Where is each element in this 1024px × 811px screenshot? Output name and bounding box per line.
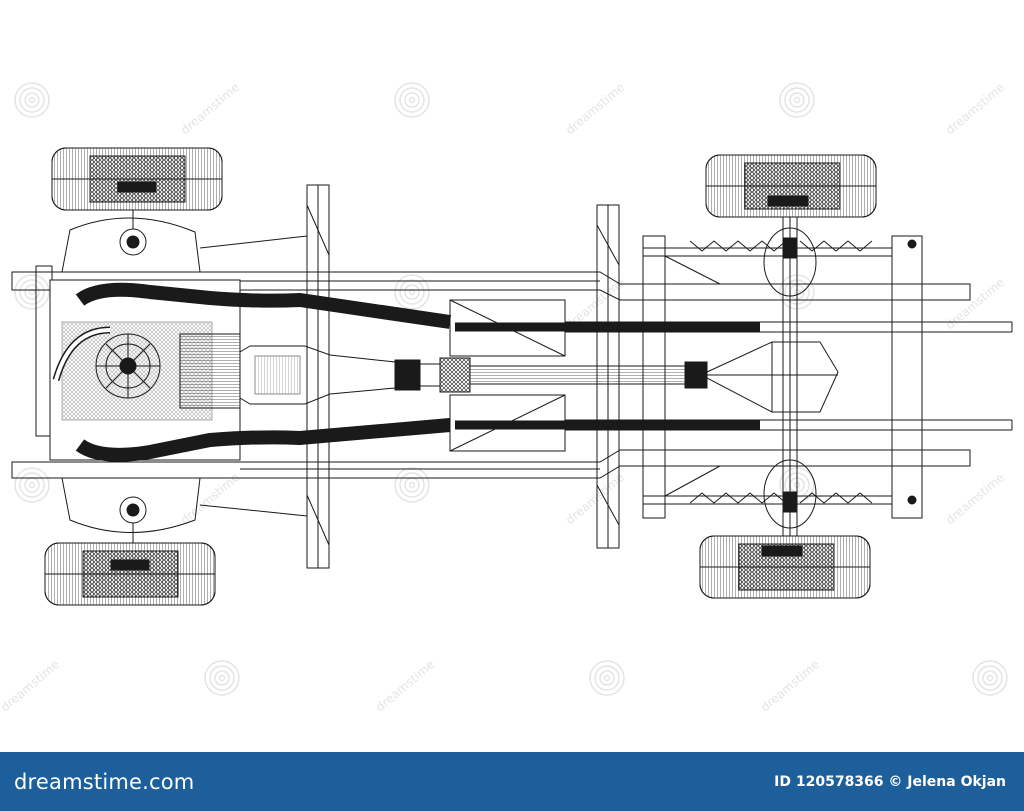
rear-subframe bbox=[642, 235, 923, 519]
watermark-spiral-icon bbox=[394, 274, 430, 310]
watermark-text: dreamstime bbox=[563, 470, 627, 527]
chassis-blueprint-svg: dreamstime dreamstime dreamstime dreamst… bbox=[0, 80, 1013, 714]
engine-block bbox=[35, 265, 241, 461]
blueprint-drawing: dreamstime dreamstime dreamstime dreamst… bbox=[0, 80, 1013, 715]
watermark-spiral-icon bbox=[204, 660, 240, 696]
watermark-text: dreamstime bbox=[373, 657, 437, 714]
watermark-spiral-icon bbox=[589, 660, 625, 696]
front-cross-member bbox=[306, 184, 330, 569]
footer-bar: dreamstime.com ID 120578366 © Jelena Okj… bbox=[0, 752, 1024, 811]
watermark-spiral-icon bbox=[972, 660, 1008, 696]
rear-right-wheel bbox=[699, 535, 871, 599]
watermark-text: dreamstime bbox=[563, 80, 627, 137]
watermark-spiral-icon bbox=[14, 82, 50, 118]
drivetrain bbox=[239, 341, 839, 413]
watermark-text: dreamstime bbox=[178, 80, 242, 137]
front-right-wheel bbox=[44, 542, 216, 606]
watermark-spiral-icon bbox=[394, 467, 430, 503]
exhaust-headers bbox=[75, 282, 760, 462]
watermark-spiral-icon bbox=[394, 82, 430, 118]
image-credit: ID 120578366 © Jelena Okjan bbox=[774, 773, 1006, 790]
front-suspension bbox=[61, 210, 308, 543]
watermark-spiral-icon bbox=[14, 274, 50, 310]
front-left-wheel bbox=[51, 147, 223, 211]
rear-axle bbox=[763, 216, 817, 537]
watermark-text: dreamstime bbox=[943, 80, 1007, 137]
watermark-text: dreamstime bbox=[758, 657, 822, 714]
watermark-text: dreamstime bbox=[943, 470, 1007, 527]
rear-left-wheel bbox=[705, 154, 877, 218]
brand-logo[interactable]: dreamstime.com bbox=[14, 769, 195, 794]
watermark-spiral-icon bbox=[779, 82, 815, 118]
watermark-text: dreamstime bbox=[0, 657, 62, 714]
watermark-text: dreamstime bbox=[178, 470, 242, 527]
watermark-spiral-icon bbox=[14, 467, 50, 503]
